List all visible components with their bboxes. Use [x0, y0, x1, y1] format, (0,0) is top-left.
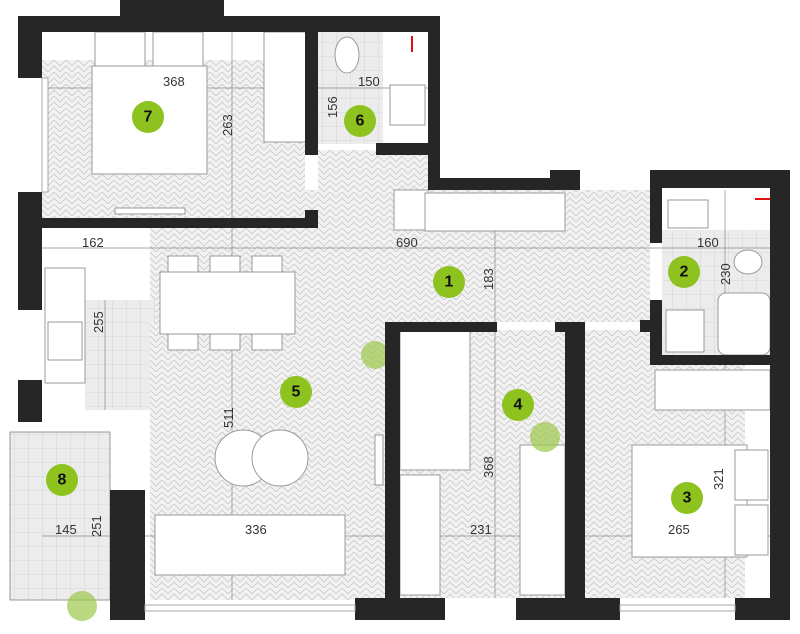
dim-label: 263 — [220, 114, 235, 136]
room-badge-8[interactable]: 8 — [46, 464, 78, 496]
cabinet — [393, 189, 429, 231]
dim-label: 145 — [55, 522, 77, 537]
pillow — [94, 31, 146, 73]
hall-wardrobe — [424, 192, 566, 232]
dim-label: 230 — [718, 263, 733, 285]
room-badge-7[interactable]: 7 — [132, 101, 164, 133]
tv-living — [374, 434, 384, 486]
dimension-labels: 368 263 150 156 162 690 183 160 230 255 … — [55, 74, 733, 537]
wardrobe-4 — [399, 474, 441, 596]
plant-icon — [530, 422, 560, 452]
room-badge-5[interactable]: 5 — [280, 376, 312, 408]
coffee-table — [251, 429, 309, 487]
sink-2 — [667, 199, 709, 229]
toilet-6 — [334, 36, 360, 74]
washing-machine — [665, 309, 705, 353]
dim-label: 321 — [711, 468, 726, 490]
room-badge-3[interactable]: 3 — [671, 482, 703, 514]
nightstand — [734, 449, 769, 501]
desk-4 — [519, 444, 566, 596]
room-badge-2[interactable]: 2 — [668, 256, 700, 288]
room-badge-6[interactable]: 6 — [344, 105, 376, 137]
room-number: 8 — [58, 472, 67, 489]
dim-label: 251 — [89, 515, 104, 537]
shower — [717, 292, 771, 356]
plant-icon — [67, 591, 97, 621]
dim-label: 150 — [358, 74, 380, 89]
room-number: 1 — [445, 274, 454, 291]
nightstand — [734, 504, 769, 556]
room-number: 4 — [514, 397, 523, 414]
furniture — [44, 31, 771, 621]
window — [41, 77, 49, 193]
room-number: 2 — [680, 264, 689, 281]
dim-label: 336 — [245, 522, 267, 537]
chair — [167, 333, 199, 351]
dim-label: 231 — [470, 522, 492, 537]
sofa — [154, 514, 346, 576]
wardrobe — [263, 31, 307, 143]
room-number: 7 — [144, 109, 153, 126]
stove — [47, 321, 83, 361]
room-number: 3 — [683, 490, 692, 507]
sink-6 — [389, 84, 426, 126]
dim-label: 156 — [325, 96, 340, 118]
dim-label: 690 — [396, 235, 418, 250]
room-badges: 7 6 1 2 5 4 3 8 — [46, 101, 703, 514]
room-number: 5 — [292, 384, 301, 401]
dim-label: 183 — [481, 268, 496, 290]
chair — [251, 255, 283, 273]
room-badge-1[interactable]: 1 — [433, 266, 465, 298]
chair — [167, 255, 199, 273]
dim-label: 255 — [91, 311, 106, 333]
walls — [18, 0, 790, 620]
dining-table — [159, 271, 296, 335]
dim-label: 162 — [82, 235, 104, 250]
tv-stand — [114, 207, 186, 215]
dim-label: 265 — [668, 522, 690, 537]
chair — [251, 333, 283, 351]
dim-label: 160 — [697, 235, 719, 250]
plant-icon — [361, 341, 389, 369]
window — [144, 604, 356, 612]
room-number: 6 — [356, 113, 365, 130]
floor-kitchen — [85, 300, 155, 410]
wardrobe-3 — [654, 369, 771, 411]
dim-label: 368 — [481, 456, 496, 478]
dim-label: 368 — [163, 74, 185, 89]
dim-label: 511 — [221, 407, 236, 428]
chair — [209, 333, 241, 351]
chair — [209, 255, 241, 273]
room-badge-4[interactable]: 4 — [502, 389, 534, 421]
toilet-2 — [733, 249, 763, 275]
window — [619, 604, 736, 612]
single-bed-4 — [399, 329, 471, 471]
